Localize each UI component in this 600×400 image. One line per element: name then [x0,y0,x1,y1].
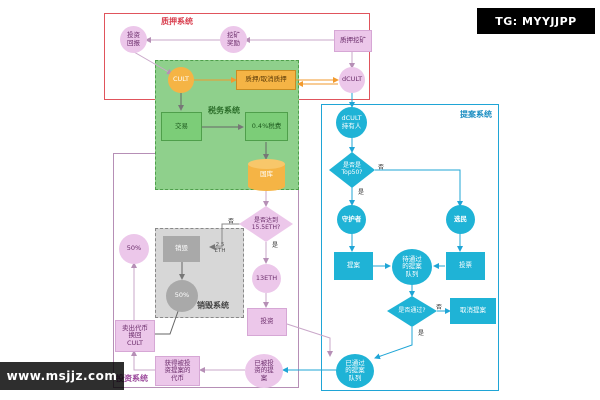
fifty-percent-node: 50% [119,234,149,264]
burn-50-percent-node: 50% [166,280,198,312]
cult-node: CULT [168,67,194,93]
edge-reach15-to-eth25 [209,223,240,250]
proposal-system-region: 提案系统 [321,104,499,391]
treasury-body [248,164,285,186]
passed-yes-label: 是 [418,330,425,337]
passed-diamond-shape [387,296,437,327]
get-tokens-node: 获得被投 资提案的 代币 [155,356,200,386]
reach15-diamond-shape [239,206,293,242]
passed-no-label: 否 [436,304,443,311]
top50-no-label: 否 [378,164,385,171]
tax-system-title: 税务系统 [208,106,240,115]
eth13-node: 13ETH [252,264,281,293]
top50-diamond-shape [329,152,375,188]
eth25-node: 2.5 ETH [214,241,226,254]
edge-get-to-sell [131,350,155,371]
watermark-bottom-left: www.msjjz.com [0,362,124,390]
pending-queue-node: 待通过 的提案 队列 [392,249,432,285]
the-many-node: 选民 [446,205,475,234]
watermark-top-right-text: TG: MYYJJPP [495,14,577,28]
invested-proposal-node: 已被投 资的提 案 [245,354,283,388]
tax-fee-node: 0.4%税费 [245,112,288,141]
edge-passed-to-queue-yes [374,327,413,360]
guardian-node: 守护者 [337,205,366,234]
treasury-top [248,159,285,169]
reach15-decision-label: 是否达到 15.5ETH? [251,217,281,231]
invest-node: 投资 [247,308,287,336]
burn-system-title: 销毁系统 [197,301,229,310]
edge-invest-to-queue [286,323,333,357]
reach15-no-label: 否 [228,218,235,225]
treasury-bottom [248,181,285,191]
pledge-mining-node: 质押挖矿 [334,30,372,52]
pledge-system-title: 质押系统 [161,17,193,26]
proposal-system-title: 提案系统 [460,110,492,119]
treasury-node: 国库 [260,170,273,179]
invest-system-title: 投资系统 [116,374,148,383]
edge-invest-return-to-cult [133,51,173,75]
watermark-top-right: TG: MYYJJPP [477,8,595,34]
burn-node: 销毁 [163,236,200,262]
passed-queue-node: 已通过 的提案 队列 [336,354,374,388]
dcult-holder-node: dCULT 持有人 [336,107,367,138]
proposal-node: 提案 [334,252,373,280]
reach15-yes-label: 是 [272,242,279,249]
vote-node: 投票 [446,252,485,280]
top50-decision-label: 是否是 Top50? [341,162,363,176]
mining-reward-node: 挖矿 奖励 [220,26,247,53]
passed-decision-label: 是否通过? [398,306,426,314]
invest-return-node: 投资 回报 [120,26,147,53]
watermark-bottom-left-text: www.msjjz.com [6,369,118,383]
sell-tokens-node: 卖出代币 换回 CULT [115,320,155,352]
dcult-node: dCULT [339,67,365,93]
edge-top50-to-many [375,169,463,207]
trade-node: 交易 [161,112,202,141]
cancel-proposal-node: 取消提案 [450,298,496,324]
pledge-unpledge-node: 质押/取消质押 [236,70,296,90]
top50-yes-label: 是 [358,189,365,196]
